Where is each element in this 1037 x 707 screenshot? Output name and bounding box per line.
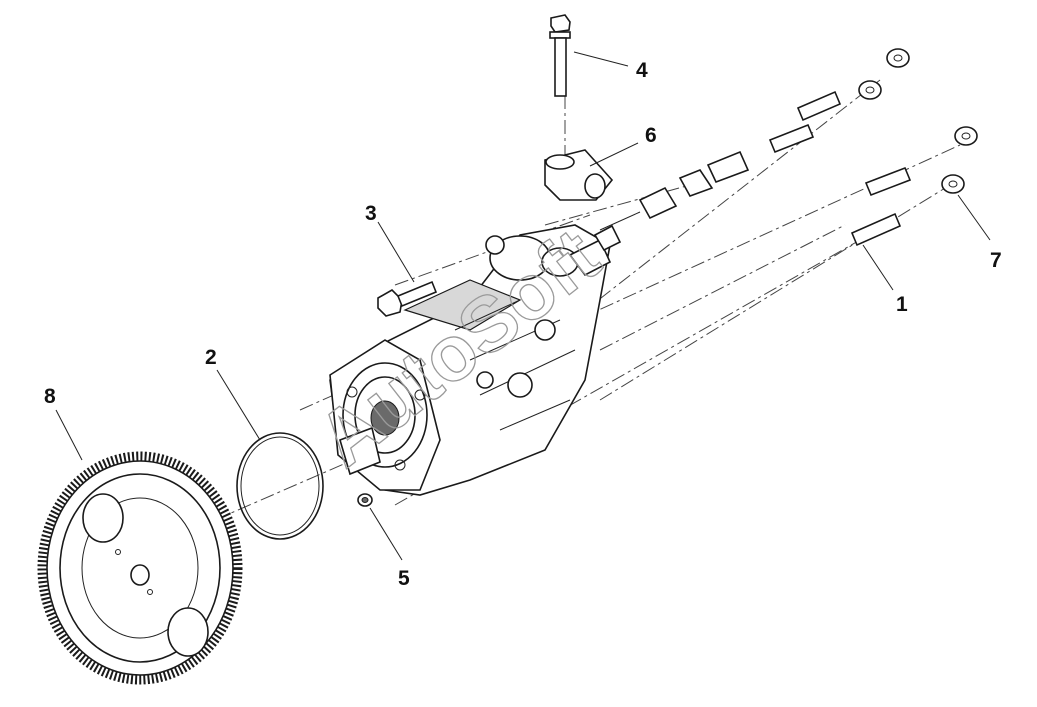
callout-labels: 1 2 3 4 5 6 7 8 — [44, 59, 1002, 590]
bolt-short — [377, 280, 438, 317]
fuel-pump-assembly — [329, 224, 622, 496]
callout-1: 1 — [896, 293, 908, 316]
callout-5: 5 — [398, 567, 410, 590]
harness-connector — [599, 150, 750, 231]
callout-6: 6 — [645, 124, 657, 147]
studs — [768, 90, 912, 247]
callout-7: 7 — [990, 249, 1002, 272]
callout-8: 8 — [44, 385, 56, 408]
drive-gear — [37, 451, 243, 685]
leader-lines — [55, 51, 991, 561]
callout-3: 3 — [365, 202, 377, 225]
callout-2: 2 — [205, 346, 217, 369]
callout-4: 4 — [636, 59, 648, 82]
small-nut — [357, 493, 373, 507]
bolt-long — [549, 14, 571, 97]
bracket — [544, 149, 614, 201]
o-ring — [236, 432, 324, 540]
nuts — [858, 48, 978, 194]
